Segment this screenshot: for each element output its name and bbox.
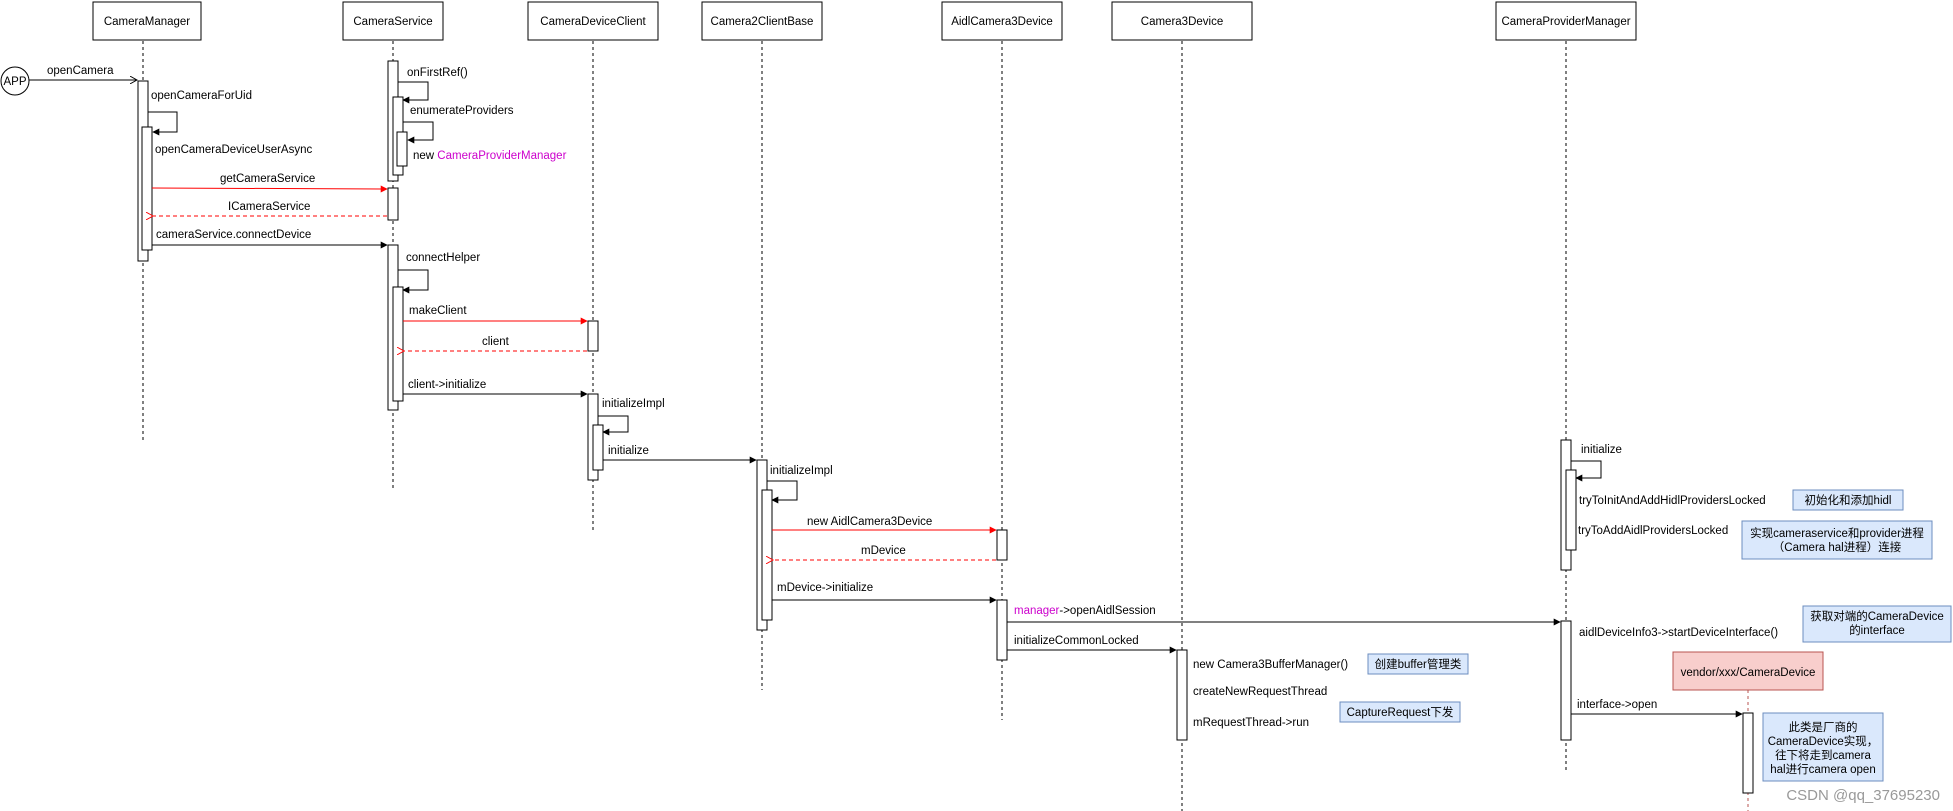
message-arrow xyxy=(151,185,388,193)
svg-text:CameraService: CameraService xyxy=(353,16,432,28)
message-label: interface->open xyxy=(1577,699,1657,711)
note-capture-request: CaptureRequest下发 xyxy=(1339,701,1461,723)
svg-text:往下将走到camera: 往下将走到camera xyxy=(1775,748,1871,762)
message-label: createNewRequestThread xyxy=(1193,686,1327,698)
app-actor: APP xyxy=(0,66,30,96)
message-label: onFirstRef() xyxy=(407,67,468,79)
self-message-arrow xyxy=(598,415,629,436)
svg-text:获取对端的CameraDevice: 获取对端的CameraDevice xyxy=(1810,609,1944,623)
svg-text:CameraProviderManager: CameraProviderManager xyxy=(1501,16,1630,28)
svg-text:CameraDevice实现，: CameraDevice实现， xyxy=(1768,734,1879,748)
participant-camera-device-client: CameraDeviceClient xyxy=(527,1,659,41)
message-label: initialize xyxy=(1581,444,1622,456)
message-label: manager->openAidlSession xyxy=(1014,605,1156,617)
watermark: CSDN @qq_37695230 xyxy=(1786,787,1940,804)
activation-bar xyxy=(1176,649,1188,741)
svg-text:CameraManager: CameraManager xyxy=(104,16,190,28)
svg-text:实现cameraservice和provider进程: 实现cameraservice和provider进程 xyxy=(1750,526,1924,540)
participant-camera-manager: CameraManager xyxy=(92,1,202,41)
self-message-arrow xyxy=(403,121,434,144)
message-label: new CameraProviderManager xyxy=(413,150,567,162)
participant-camera2-client-base: Camera2ClientBase xyxy=(701,1,823,41)
svg-text:此类是厂商的: 此类是厂商的 xyxy=(1789,720,1858,734)
participant-camera3-device: Camera3Device xyxy=(1111,1,1253,41)
svg-text:Camera3Device: Camera3Device xyxy=(1141,16,1223,28)
participant-vendor-camera-device: vendor/xxx/CameraDevice xyxy=(1672,651,1824,691)
svg-text:hal进行camera open: hal进行camera open xyxy=(1770,763,1875,776)
message-label: new AidlCamera3Device xyxy=(807,516,932,528)
activation-bar xyxy=(1565,469,1577,551)
message-label: ICameraService xyxy=(228,201,310,213)
note-init-hidl: 初始化和添加hidl xyxy=(1792,489,1904,511)
svg-text:CaptureRequest下发: CaptureRequest下发 xyxy=(1347,705,1454,719)
svg-text:（Camera hal进程）连接: （Camera hal进程）连接 xyxy=(1773,540,1902,554)
svg-text:创建buffer管理类: 创建buffer管理类 xyxy=(1375,657,1462,671)
message-label: mDevice xyxy=(861,545,906,557)
activation-bar xyxy=(996,599,1008,661)
message-label: tryToInitAndAddHidlProvidersLocked xyxy=(1579,495,1766,507)
message-label: client xyxy=(482,336,510,348)
self-message-arrow xyxy=(398,269,429,294)
message-label: new Camera3BufferManager() xyxy=(1193,659,1348,671)
participant-aidl-camera3-device: AidlCamera3Device xyxy=(941,1,1063,41)
message-label: makeClient xyxy=(409,305,467,317)
message-label: aidlDeviceInfo3->startDeviceInterface() xyxy=(1579,627,1778,639)
svg-text:的interface: 的interface xyxy=(1849,623,1905,637)
activation-bar xyxy=(587,320,599,352)
note-buffer-manager: 创建buffer管理类 xyxy=(1367,653,1469,675)
message-label: initializeImpl xyxy=(770,465,833,477)
note-provider-connection: 实现cameraservice和provider进程 （Camera hal进程… xyxy=(1741,520,1933,560)
activation-bar xyxy=(1560,620,1572,741)
message-label: enumerateProviders xyxy=(410,105,514,117)
self-message-arrow xyxy=(767,480,798,504)
self-message-arrow xyxy=(1571,460,1602,482)
activation-bar xyxy=(592,424,604,471)
message-label: openCameraForUid xyxy=(151,90,252,102)
activation-bar xyxy=(141,126,153,251)
message-label: connectHelper xyxy=(406,252,480,264)
message-label: mDevice->initialize xyxy=(777,582,873,594)
message-label: cameraService.connectDevice xyxy=(156,229,311,241)
message-label: client->initialize xyxy=(408,379,486,391)
svg-text:Camera2ClientBase: Camera2ClientBase xyxy=(711,16,814,28)
message-label: openCameraDeviceUserAsync xyxy=(155,144,312,156)
message-label: tryToAddAidlProvidersLocked xyxy=(1578,525,1728,537)
svg-text:AidlCamera3Device: AidlCamera3Device xyxy=(951,16,1053,28)
message-label: getCameraService xyxy=(220,173,315,185)
self-message-arrow xyxy=(148,111,178,136)
participant-camera-provider-manager: CameraProviderManager xyxy=(1495,1,1637,41)
svg-text:CameraDeviceClient: CameraDeviceClient xyxy=(540,16,646,28)
message-label: initializeCommonLocked xyxy=(1014,635,1139,647)
message-label: openCamera xyxy=(47,65,114,77)
activation-bar xyxy=(761,489,773,621)
activation-bar xyxy=(996,529,1008,561)
message-label: initializeImpl xyxy=(602,398,665,410)
activation-bar xyxy=(392,286,404,402)
activation-bar xyxy=(1742,712,1754,794)
participant-camera-service: CameraService xyxy=(342,1,444,41)
svg-text:APP: APP xyxy=(3,76,26,88)
activation-bar xyxy=(387,187,399,221)
note-get-device-interface: 获取对端的CameraDevice 的interface xyxy=(1802,605,1952,643)
self-message-arrow xyxy=(398,81,429,104)
svg-text:vendor/xxx/CameraDevice: vendor/xxx/CameraDevice xyxy=(1681,667,1816,679)
message-label: mRequestThread->run xyxy=(1193,717,1309,729)
message-label: initialize xyxy=(608,445,649,457)
note-vendor-camera-device: 此类是厂商的 CameraDevice实现， 往下将走到camera hal进行… xyxy=(1762,712,1884,782)
activation-bar xyxy=(396,131,408,167)
svg-text:初始化和添加hidl: 初始化和添加hidl xyxy=(1805,493,1892,507)
